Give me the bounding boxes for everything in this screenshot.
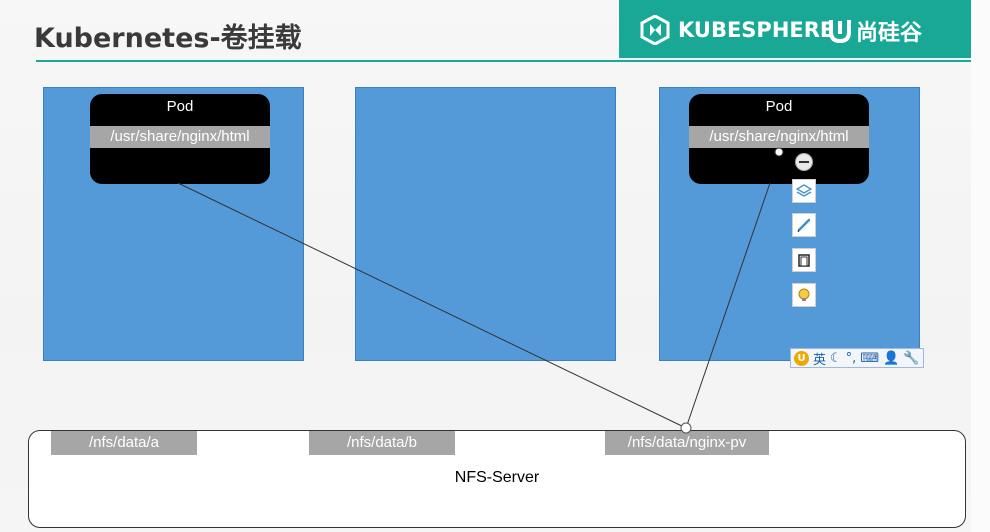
pod-title: Pod: [166, 98, 194, 115]
kubesphere-logo: KUBESPHERE: [640, 15, 834, 45]
user-icon[interactable]: 👤: [883, 350, 900, 366]
ime-logo[interactable]: U: [794, 350, 809, 366]
atguigu-logo: 尚硅谷: [828, 15, 922, 47]
nfs-dir-b: /nfs/data/b: [309, 431, 455, 455]
punctuation-icon[interactable]: °,: [845, 350, 857, 366]
title-underline: [36, 60, 971, 62]
moon-icon[interactable]: ☾: [830, 350, 842, 366]
keyboard-icon[interactable]: ⌨: [860, 350, 880, 366]
nfs-server-box: /nfs/data/a /nfs/data/b /nfs/data/nginx-…: [28, 430, 966, 528]
ime-status-bar[interactable]: U 英 ☾ °, ⌨ 👤 🔧: [790, 348, 924, 368]
slide-edge: [971, 0, 990, 532]
pod-right: Pod /usr/share/nginx/html: [689, 94, 869, 184]
pod-mount-path: /usr/share/nginx/html: [689, 126, 869, 148]
nfs-server-label: NFS-Server: [454, 469, 540, 486]
wrench-icon[interactable]: 🔧: [903, 350, 920, 366]
pod-left: Pod /usr/share/nginx/html: [90, 94, 270, 184]
atguigu-wordmark: 尚硅谷: [856, 21, 923, 46]
nfs-dir-a: /nfs/data/a: [51, 431, 197, 455]
brand-banner: [619, 0, 971, 58]
atguigu-icon: [829, 20, 851, 44]
node-2: [355, 87, 616, 361]
slide-title: Kubernetes-卷挂载: [34, 23, 302, 54]
ime-language-toggle[interactable]: 英: [813, 352, 827, 368]
nfs-dir-nginx-pv: /nfs/data/nginx-pv: [605, 431, 769, 455]
layers-icon[interactable]: [792, 179, 816, 203]
kubesphere-icon: [640, 15, 670, 45]
frame-icon[interactable]: [792, 248, 816, 272]
eraser-icon[interactable]: [795, 153, 813, 171]
kubesphere-wordmark: KUBESPHERE: [678, 18, 835, 42]
pod-title: Pod: [765, 98, 793, 115]
pod-mount-path: /usr/share/nginx/html: [90, 126, 270, 148]
pen-icon[interactable]: [792, 213, 816, 237]
lightbulb-icon[interactable]: [792, 283, 816, 307]
